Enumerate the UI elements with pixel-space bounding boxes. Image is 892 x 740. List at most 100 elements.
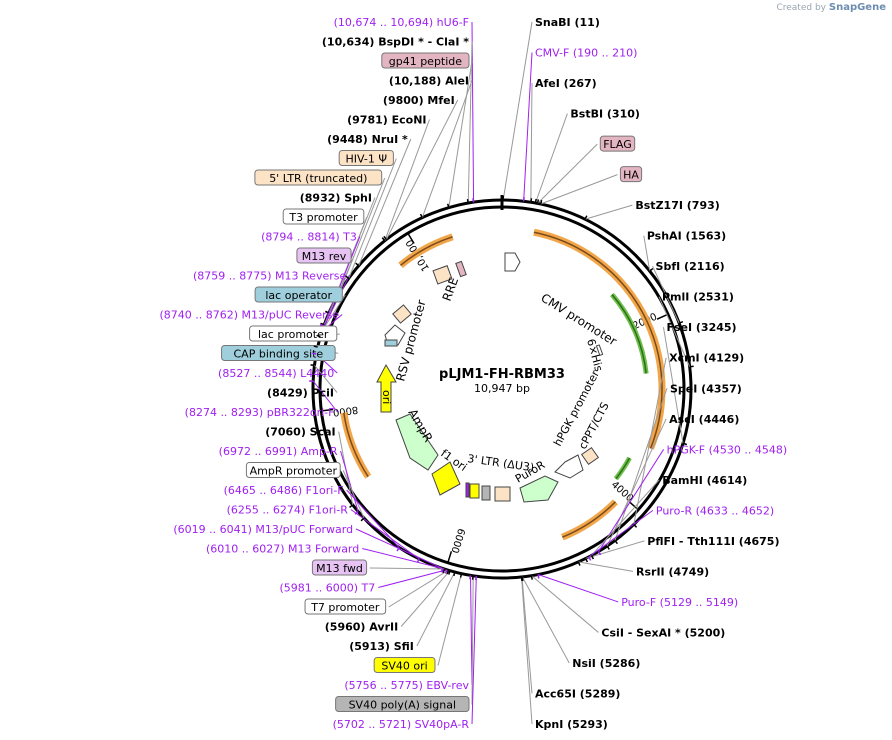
leader-ebv	[470, 575, 473, 686]
anchor-mark-afei	[530, 198, 533, 203]
anchor-mark-lacprom	[316, 334, 321, 338]
primer-label-t3: (8794 .. 8814) T3	[261, 231, 357, 244]
tick-label-2: 6000	[448, 527, 466, 555]
primer-label-m13pucf: (6019 .. 6041) M13/pUC Forward	[173, 523, 353, 536]
primer-label-puror: Puro-R (4633 .. 4652)	[656, 504, 774, 517]
arc-gag-core	[400, 236, 453, 266]
feature-label-sv40pa: SV40 poly(A) signal	[349, 699, 456, 712]
site-label-nsii: NsiI (5286)	[572, 657, 640, 670]
primer-label-t7: (5981 .. 6000) T7	[280, 582, 376, 595]
sv40ori-glyph	[469, 483, 480, 499]
leader-pshai	[643, 235, 651, 272]
primer-label-m13f: (6010 .. 6027) M13 Forward	[206, 543, 359, 556]
primer-label-sv40par: (5702 .. 5721) SV40pA-R	[333, 718, 470, 731]
primer-label-f1orif: (6465 .. 6486) F1ori-F	[224, 484, 344, 497]
arc-cds-b-core	[615, 457, 631, 480]
leader-m13reverse	[322, 275, 350, 330]
ltr3-label: 3' LTR (ΔU3)	[467, 452, 535, 474]
leader-kpni	[521, 576, 533, 725]
anchor-mark-flag	[536, 199, 540, 204]
anchor-mark-csii	[530, 575, 533, 580]
site-label-snabi: SnaBI (11)	[535, 16, 600, 29]
feature-label-lacprom: lac promoter	[258, 328, 329, 341]
leader-sfii	[416, 571, 456, 647]
leader-bstz	[584, 204, 633, 220]
primer-label-ampr_p: (6972 .. 6991) Amp-R	[219, 445, 338, 458]
site-label-rsrii: RsrII (4749)	[636, 565, 709, 578]
leader-hu6f	[471, 21, 475, 203]
leader-m13fwd	[369, 567, 445, 570]
anchor-mark-m13pucf	[440, 568, 444, 573]
leader-pmli	[658, 296, 691, 367]
ori-label: ori	[380, 390, 393, 404]
f1ori-glyph	[431, 461, 461, 496]
anchor-mark-rsrii	[577, 561, 581, 566]
feature-box-hiv	[338, 150, 394, 166]
feature-label-cap: CAP binding site	[234, 348, 324, 361]
site-label-sphi: (8932) SphI	[300, 192, 372, 205]
site-label-pshai: PshAI (1563)	[647, 230, 726, 243]
leader-pcii	[314, 365, 338, 393]
arc-amp	[340, 412, 372, 479]
tick-0	[656, 314, 668, 320]
leader-sv40pa	[471, 575, 474, 705]
site-label-kpni: KpnI (5293)	[535, 718, 608, 731]
leader-csii	[531, 575, 599, 633]
feature-box-amprprom	[245, 462, 341, 478]
feature-box-ha	[619, 166, 643, 183]
tick-4	[407, 233, 415, 244]
leader-spei	[614, 388, 668, 541]
anchor-mark-sv40par	[475, 576, 478, 581]
anchor-mark-puror	[588, 556, 592, 561]
anchor-mark-pshai	[649, 268, 654, 272]
leader-econi	[384, 119, 430, 241]
snapgene-brand: Created by SnapGene	[776, 2, 886, 13]
site-label-avrii: (5960) AvrII	[325, 621, 398, 634]
arc-ltr-core	[562, 501, 617, 538]
feature-label-t7p: T7 promoter	[310, 601, 380, 614]
ampr-glyph	[395, 413, 439, 471]
site-label-mfei: (9800) MfeI	[383, 94, 455, 107]
feature-box-t3p	[282, 208, 365, 225]
anchor-mark-t7p	[446, 570, 450, 575]
anchor-mark-sbfi	[678, 320, 684, 324]
anchor-mark-f1orif	[396, 547, 400, 552]
feature-arcs	[340, 228, 666, 541]
feature-box-m13rev	[296, 247, 352, 264]
gp41-glyph	[455, 260, 467, 278]
primer-label-m13puc: (8740 .. 8762) M13/pUC Reverse	[159, 309, 339, 322]
leader-xcmi	[633, 357, 667, 525]
feature-box-ltr5	[254, 169, 383, 186]
anchor-mark-l4440	[312, 352, 317, 355]
leader-purof	[537, 574, 619, 603]
leader-t7	[378, 569, 447, 588]
ori-glyph	[376, 363, 397, 413]
anchor-mark-xcmi	[633, 523, 638, 528]
anchor-mark-m13fwd	[442, 568, 446, 574]
site-label-pmli: PmlI (2531)	[662, 291, 734, 304]
anchor-mark-hiv	[345, 275, 350, 279]
site-label-afei: AfeI (267)	[535, 77, 597, 90]
feature-box-sv40pa	[335, 696, 470, 712]
leader-amprprom	[342, 470, 365, 519]
leader-hpgkf	[598, 449, 665, 552]
anchor-mark-avrii	[448, 570, 451, 575]
leader-bspdi	[467, 41, 473, 204]
site-label-bstz: BstZ17I (793)	[635, 199, 719, 212]
leader-cmvf	[523, 52, 533, 202]
anchor-mark-t3p	[320, 322, 325, 326]
sixhis-label: 6×His	[584, 337, 605, 373]
leader-drui	[358, 138, 412, 266]
cppt-glyph	[580, 446, 600, 466]
feature-box-lacprom	[249, 325, 338, 342]
feature-box-flag	[599, 135, 636, 152]
anchor-mark-scai	[349, 504, 354, 508]
anchor-mark-f1orir	[416, 558, 420, 563]
feature-label-ltr5: 5' LTR (truncated)	[269, 172, 367, 185]
anchor-mark-alei	[419, 213, 423, 218]
cmv-label: CMV promoter	[538, 291, 619, 349]
anchor-mark-asci	[606, 545, 610, 550]
primer-label-hu6f: (10,674 .. 10,694) hU6-F	[334, 16, 469, 29]
anchor-mark-spei	[614, 540, 618, 545]
